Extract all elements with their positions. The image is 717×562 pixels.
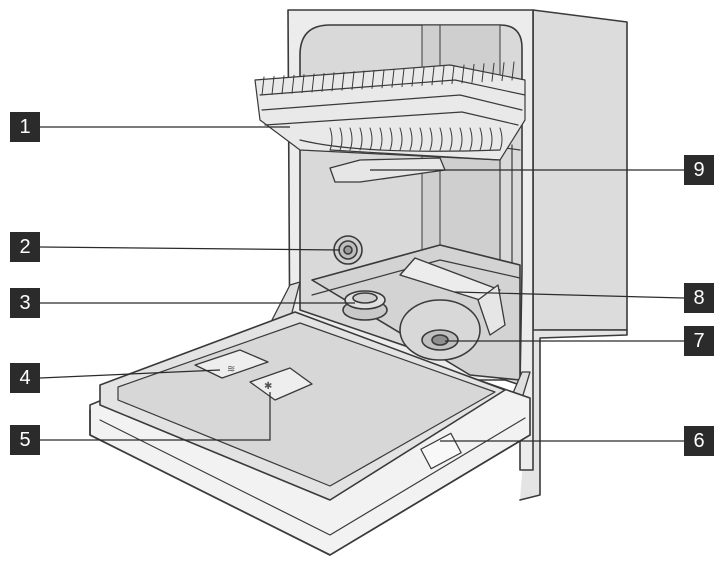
callout-3: 3 <box>10 288 40 318</box>
basket-tine <box>399 127 403 151</box>
basket-tine <box>261 76 265 96</box>
cabinet-base <box>519 329 628 501</box>
callout-8: 8 <box>684 283 714 313</box>
leader-line-4 <box>39 369 221 379</box>
basket-tine <box>419 127 423 151</box>
basket-tine <box>281 75 285 95</box>
basket-tine <box>489 127 493 151</box>
basket-tine <box>409 127 413 151</box>
basket-tine <box>441 65 445 85</box>
basket-tine <box>379 127 383 151</box>
basket-tine <box>491 62 495 82</box>
basket-tine <box>469 127 473 151</box>
basket-tine <box>311 73 315 93</box>
basket-tine <box>429 127 433 151</box>
basket-tine <box>271 75 275 95</box>
leader-line-5 <box>40 392 271 441</box>
callout-5: 5 <box>10 425 40 455</box>
basket-tine <box>389 127 393 151</box>
rinse-aid-dispenser <box>249 367 313 401</box>
basket-tine <box>341 71 345 91</box>
basket-tine <box>329 127 333 151</box>
basket-tine <box>461 64 465 84</box>
basket-tine <box>381 69 385 89</box>
basket-tine <box>479 127 483 151</box>
basket-tine <box>511 61 515 81</box>
basket-tine <box>451 65 455 85</box>
callout-7: 7 <box>684 326 714 356</box>
rinse-aid-symbol: ✱ <box>264 381 272 392</box>
basket-tine <box>331 72 335 92</box>
basket-tine <box>421 66 425 86</box>
basket-tine <box>501 62 505 82</box>
basket-tine <box>431 66 435 86</box>
callout-2: 2 <box>10 232 40 262</box>
basket-tine <box>291 74 295 94</box>
leader-line-8 <box>454 291 685 299</box>
basket-tine <box>459 127 463 151</box>
basket-tine <box>339 127 343 151</box>
rating-plate <box>420 432 462 470</box>
salt-container-cap <box>342 290 388 321</box>
basket-tine <box>481 63 485 83</box>
basket-tine <box>349 127 353 151</box>
leader-line-2 <box>39 246 341 251</box>
lower-spray-arm <box>399 257 501 301</box>
callout-9: 9 <box>684 155 714 185</box>
upper-basket <box>254 64 526 161</box>
wall-fitting <box>333 235 363 265</box>
basket-tine <box>499 127 503 151</box>
basket-tines <box>261 61 515 151</box>
basket-tine <box>411 67 415 87</box>
basket-tine <box>401 68 405 88</box>
callout-1: 1 <box>10 112 40 142</box>
callout-6: 6 <box>684 426 714 456</box>
basket-tine <box>361 70 365 90</box>
detergent-symbol: ≋ <box>227 364 235 375</box>
basket-tine <box>321 72 325 92</box>
basket-tine <box>391 68 395 88</box>
filter-sieve <box>399 299 481 361</box>
basket-tine <box>359 127 363 151</box>
detergent-dispenser <box>194 349 269 379</box>
cabinet-side-panel <box>532 9 628 471</box>
basket-tine <box>439 127 443 151</box>
callout-4: 4 <box>10 363 40 393</box>
basket-tine <box>351 71 355 91</box>
basket-tine <box>471 63 475 83</box>
basket-tine <box>369 127 373 151</box>
basket-tine <box>449 127 453 151</box>
basket-tine <box>301 74 305 94</box>
basket-tine <box>371 69 375 89</box>
